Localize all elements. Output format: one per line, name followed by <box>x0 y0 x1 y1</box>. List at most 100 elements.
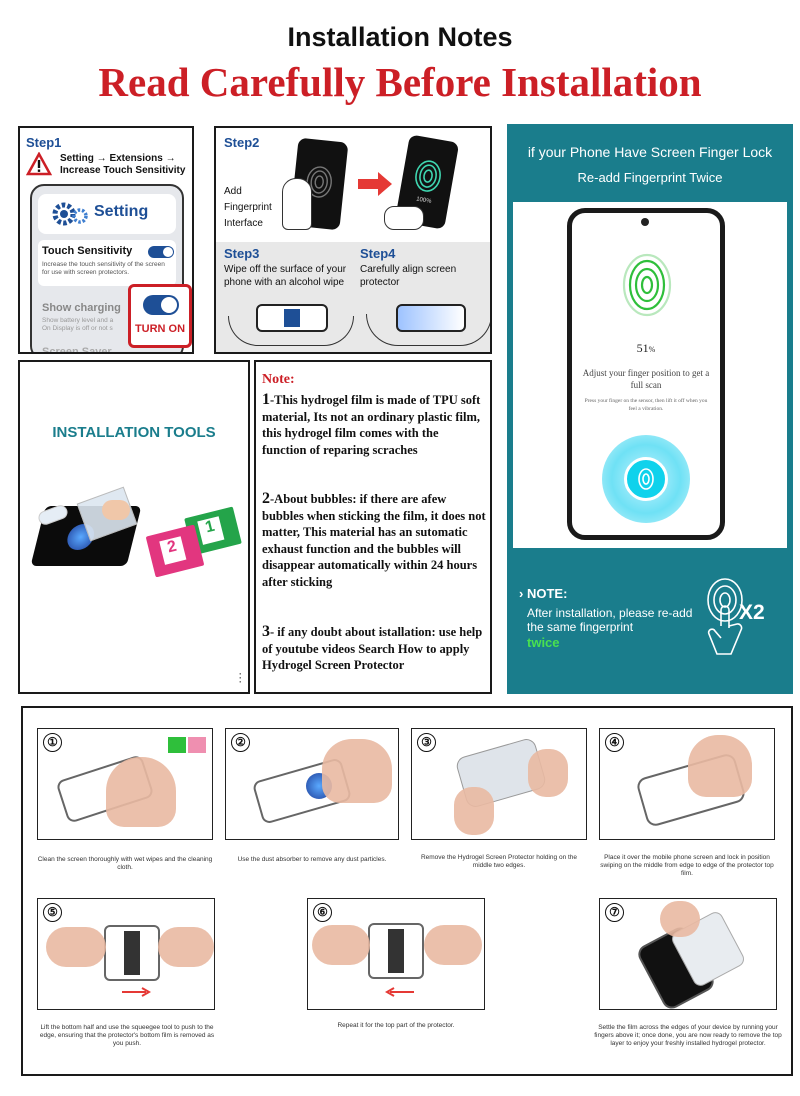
hand-illustration <box>322 739 392 803</box>
note-body: After installation, please re-add the sa… <box>527 606 693 634</box>
step-4-caption: Place it over the mobile phone screen an… <box>600 854 774 877</box>
screen-saver-label: Screen Saver <box>42 346 112 354</box>
step-1-caption: Clean the screen thoroughly with wet wip… <box>37 856 213 871</box>
installation-steps-panel: ① Clean the screen thoroughly with wet w… <box>21 706 793 1076</box>
note-emphasis: twice <box>527 635 560 650</box>
tools-panel: INSTALLATION TOOLS 1 2 ··· <box>18 360 250 694</box>
arrow-left-icon <box>384 987 414 997</box>
step-6-image: ⑥ <box>307 898 485 1010</box>
fingerprint-subtitle: Re-add Fingerprint Twice <box>577 170 723 185</box>
gear-icon <box>52 202 88 226</box>
hand-illustration <box>688 735 752 797</box>
touch-sensitivity-desc: Increase the touch sensitivity of the sc… <box>42 261 165 276</box>
note-p2-text: -About bubbles: if there are afew bubble… <box>262 492 486 589</box>
hand-left <box>454 787 494 835</box>
step-2-number: ② <box>231 733 250 752</box>
step-6-number: ⑥ <box>313 903 332 922</box>
note-panel: Note: 1-This hydrogel film is made of TP… <box>254 360 492 694</box>
step-1-image: ① <box>37 728 213 840</box>
fingerprint-panel: if your Phone Have Screen Finger Lock Re… <box>507 124 793 694</box>
step-6-caption: Repeat it for the top part of the protec… <box>337 1022 455 1029</box>
turn-on-label: TURN ON <box>134 323 186 335</box>
arrow-right-icon <box>122 987 152 997</box>
step-5-number: ⑤ <box>43 903 62 922</box>
hand-right <box>158 927 214 967</box>
hand-illustration <box>106 757 176 827</box>
wipes-icon <box>168 737 186 753</box>
step1-panel: Step1 Setting → Extensions → Increase To… <box>18 126 194 354</box>
step-5-caption: Lift the bottom half and use the squeege… <box>39 1024 215 1047</box>
step-5-image: ⑤ <box>37 898 215 1010</box>
note-p3-num: 3 <box>262 623 270 640</box>
step2-text: Add Fingerprint Interface <box>224 186 272 229</box>
note-heading: Note: <box>262 372 295 387</box>
step4-hands <box>366 314 490 346</box>
note-p1-num: 1 <box>262 391 270 408</box>
more-options-icon: ··· <box>239 669 242 687</box>
step-4-number: ④ <box>605 733 624 752</box>
scan-hint: Press your finger on the sensor, then li… <box>584 398 708 412</box>
camera-dot <box>641 218 649 226</box>
fingerprint-green-icon <box>622 253 672 317</box>
scan-percent-unit: % <box>648 345 656 354</box>
hand-right <box>528 749 568 797</box>
wipe-pack-2-number: 2 <box>159 536 187 565</box>
note-p3-text: - if any doubt about istallation: use he… <box>262 625 483 672</box>
note-title: › NOTE: <box>519 586 568 601</box>
warning-icon <box>26 152 52 176</box>
hand-right-outline <box>384 206 424 230</box>
note-p1-text: -This hydrogel film is made of TPU soft … <box>262 393 481 457</box>
phone-fingerprint-2: 100% <box>394 134 460 230</box>
setting-title: Setting <box>94 203 149 220</box>
hand-illustration <box>660 901 700 937</box>
show-charging-desc: Show battery level and a On Display is o… <box>42 317 114 332</box>
step1-path: Setting → Extensions → Increase Touch Se… <box>60 153 186 176</box>
fingerprint-sensor-button[interactable] <box>624 457 668 501</box>
touch-toggle[interactable] <box>148 246 174 258</box>
fingerprint-title: if your Phone Have Screen Finger Lock <box>527 144 773 160</box>
phone-illustration <box>368 923 424 979</box>
step3-text: Wipe off the surface of your phone with … <box>224 264 347 288</box>
scan-instruction: Adjust your finger position to get a ful… <box>582 368 710 390</box>
note-paragraph-1: 1-This hydrogel film is made of TPU soft… <box>262 391 486 458</box>
wipe-pack-2: 2 <box>145 524 205 578</box>
turn-on-toggle[interactable] <box>143 295 179 315</box>
step4-text: Carefully align screen protector <box>360 264 457 288</box>
wipe-pack-1-number: 1 <box>197 516 225 545</box>
times-two-label: X2 <box>739 601 765 624</box>
step-3-image: ③ <box>411 728 587 840</box>
step-7-caption: Settle the film across the edges of your… <box>594 1024 782 1047</box>
note-title-text: NOTE: <box>526 586 568 601</box>
step4-label: Step4 <box>360 246 396 261</box>
note-paragraph-2: 2-About bubbles: if there are afew bubbl… <box>262 490 486 590</box>
phone-illustration <box>104 925 160 981</box>
step3-label: Step3 <box>224 246 260 261</box>
step-1-number: ① <box>43 733 62 752</box>
fingerprint-white-icon <box>638 468 654 490</box>
step-2-image: ② <box>225 728 399 840</box>
step-4-image: ④ <box>599 728 775 840</box>
fingerprint-complete-icon <box>415 160 441 192</box>
step-2-caption: Use the dust absorber to remove any dust… <box>237 856 387 863</box>
turn-on-callout: TURN ON <box>128 284 192 348</box>
page-title: Installation Notes <box>287 22 513 52</box>
hand-right <box>424 925 482 965</box>
step-7-image: ⑦ <box>599 898 777 1010</box>
hand-left <box>312 925 370 965</box>
phone-mockup: 51% Adjust your finger position to get a… <box>567 208 725 540</box>
page-subtitle: Read Carefully Before Installation <box>98 59 702 105</box>
tools-title: INSTALLATION TOOLS <box>52 424 216 441</box>
scan-percent: 51 <box>636 341 649 355</box>
arrow-right-icon <box>358 172 392 196</box>
touch-sensitivity-label: Touch Sensitivity <box>42 245 133 257</box>
step1-label: Step1 <box>26 135 62 150</box>
note-p2-num: 2 <box>262 490 270 507</box>
step-3-caption: Remove the Hydrogel Screen Protector hol… <box>420 854 578 869</box>
note-paragraph-3: 3- if any doubt about istallation: use h… <box>262 623 486 674</box>
steps-2-4-panel: Step2 Add Fingerprint Interface 100% Ste… <box>214 126 492 354</box>
wipes-icon-pink <box>188 737 206 753</box>
step-3-number: ③ <box>417 733 436 752</box>
hand-left <box>46 927 106 967</box>
show-charging-label: Show charging <box>42 302 121 314</box>
finger-tip <box>102 500 130 520</box>
